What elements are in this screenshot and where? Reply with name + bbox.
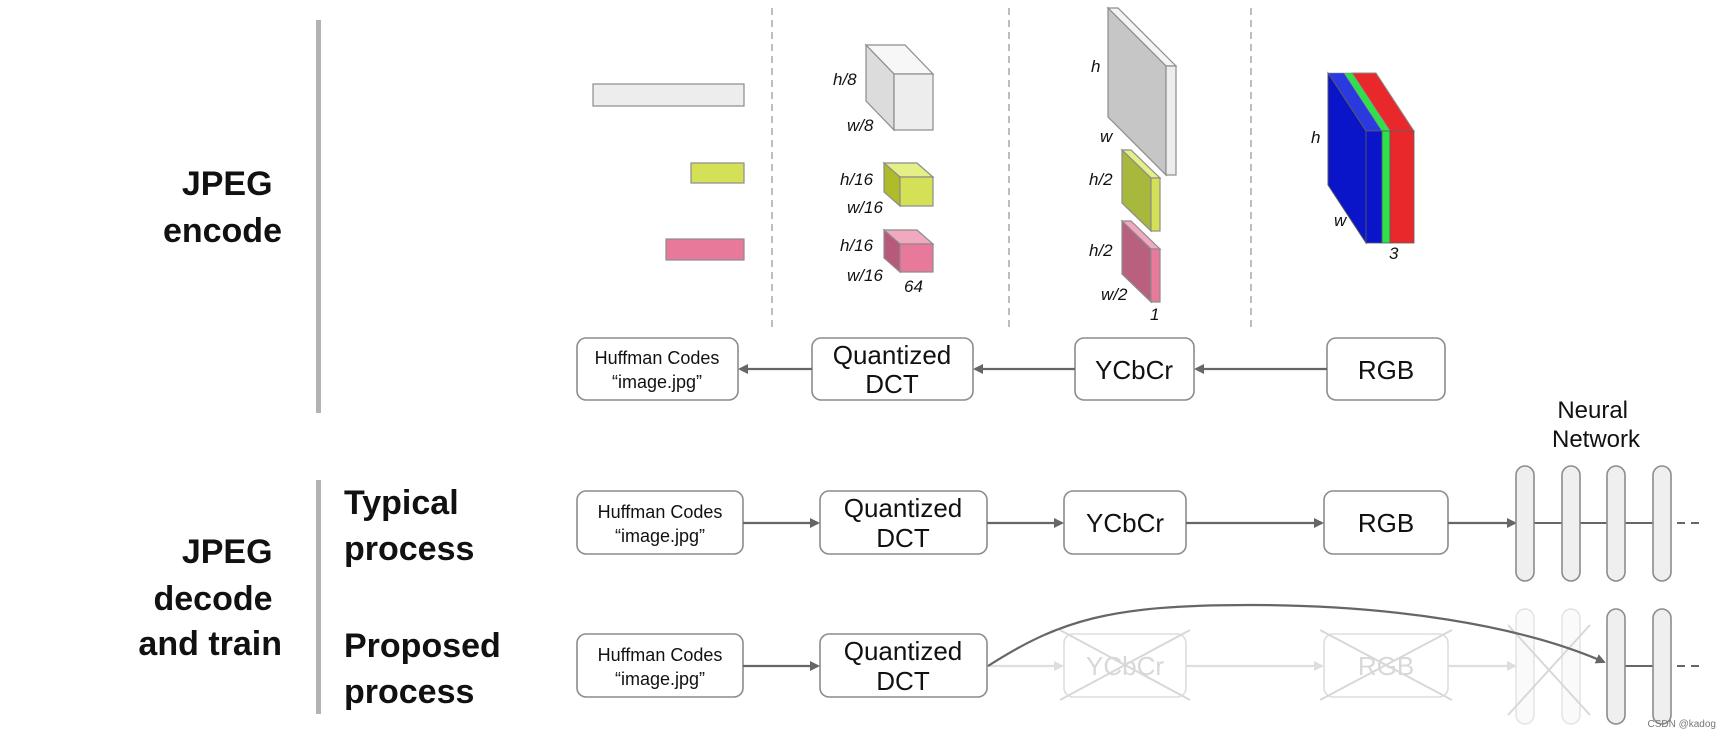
rgb-cube xyxy=(1327,71,1415,245)
typical-nn-layer xyxy=(1606,465,1626,582)
svg-text:Huffman Codes“image.jpg”: Huffman Codes“image.jpg” xyxy=(595,348,720,392)
dct-y-width-label: w/8 xyxy=(847,116,874,135)
svg-text:YCbCr: YCbCr xyxy=(1086,508,1164,538)
dct-cb-width-label: w/16 xyxy=(847,198,883,217)
ycbcr-cr-plane xyxy=(1120,219,1162,304)
typical-huffman-box: Huffman Codes“image.jpg” xyxy=(576,490,744,555)
ycbcr-y-height-label: h xyxy=(1091,57,1100,76)
ycbcr-cb-plane xyxy=(1120,148,1162,233)
svg-text:YCbCr: YCbCr xyxy=(1095,355,1173,385)
rgb-width-label: w xyxy=(1334,211,1348,230)
dct-cr-cube xyxy=(882,228,935,274)
encode-title: JPEG encode xyxy=(163,165,282,250)
proposed-nn-layer xyxy=(1652,608,1672,725)
proposed-nn-layer-faded xyxy=(1561,608,1581,725)
dct-y-cube xyxy=(864,43,935,132)
neural-network-label: Neural Network xyxy=(1552,397,1641,453)
encode-divider-bar xyxy=(316,20,321,413)
proposed-process-title: Proposed process xyxy=(344,627,510,711)
huffman-cr-bar xyxy=(665,238,745,261)
decode-divider-bar xyxy=(316,480,321,714)
svg-text:RGB: RGB xyxy=(1358,508,1414,538)
typical-process-title: Typical process xyxy=(344,484,474,568)
huffman-cb-bar xyxy=(690,162,745,184)
proposed-skipped-path: YCbCr RGB xyxy=(987,608,1591,725)
dct-cb-cube xyxy=(882,161,935,208)
proposed-ycbcr-box-faded: YCbCr xyxy=(1059,629,1191,701)
proposed-rgb-box-faded: RGB xyxy=(1319,629,1453,701)
svg-text:Huffman Codes“image.jpg”: Huffman Codes“image.jpg” xyxy=(598,645,723,689)
ycbcr-cr-height-label: h/2 xyxy=(1089,241,1113,260)
proposed-arrow-dct-to-network xyxy=(987,603,1606,667)
encode-huffman-box: Huffman Codes“image.jpg” xyxy=(576,337,739,401)
dct-cb-height-label: h/16 xyxy=(840,170,874,189)
dct-y-height-label: h/8 xyxy=(833,70,857,89)
ycbcr-depth-label: 1 xyxy=(1150,305,1159,324)
dct-cr-height-label: h/16 xyxy=(840,236,874,255)
ycbcr-cr-width-label: w/2 xyxy=(1101,285,1128,304)
typical-nn-layer xyxy=(1652,465,1672,582)
typical-nn-layer xyxy=(1515,465,1535,582)
svg-text:Huffman Codes“image.jpg”: Huffman Codes“image.jpg” xyxy=(598,502,723,546)
svg-text:RGB: RGB xyxy=(1358,355,1414,385)
ycbcr-y-plane xyxy=(1106,6,1178,177)
rgb-height-label: h xyxy=(1311,128,1320,147)
encode-rgb-box: RGB xyxy=(1326,337,1446,401)
ycbcr-y-width-label: w xyxy=(1100,127,1114,146)
rgb-depth-label: 3 xyxy=(1389,244,1399,263)
encode-section: JPEG encode h/8 w/8 h/16 w/16 xyxy=(163,6,1446,413)
typical-rgb-box: RGB xyxy=(1323,490,1449,555)
decode-section: JPEG decode and train Typical process Pr… xyxy=(138,397,1703,725)
watermark: CSDN @kadog xyxy=(1647,719,1716,730)
dct-cr-width-label: w/16 xyxy=(847,266,883,285)
encode-ycbcr-box: YCbCr xyxy=(1074,337,1195,401)
dct-depth-label: 64 xyxy=(904,277,923,296)
decode-title: JPEG decode and train xyxy=(138,533,282,663)
proposed-nn-layer-faded xyxy=(1515,608,1535,725)
huffman-y-bar xyxy=(592,83,745,107)
ycbcr-cb-height-label: h/2 xyxy=(1089,170,1113,189)
proposed-nn-layer xyxy=(1606,608,1626,725)
typical-nn-layer xyxy=(1561,465,1581,582)
proposed-huffman-box: Huffman Codes“image.jpg” xyxy=(576,633,744,698)
typical-ycbcr-box: YCbCr xyxy=(1063,490,1187,555)
